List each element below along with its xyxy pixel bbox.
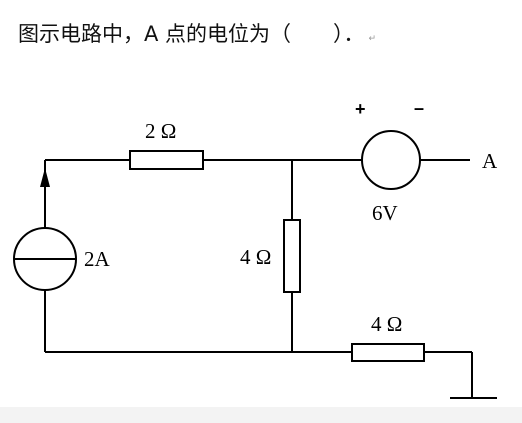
return-mark: ↵	[368, 34, 377, 44]
footer-strip	[0, 407, 522, 423]
voltage-source	[361, 130, 421, 190]
current-arrow-icon	[40, 168, 50, 187]
resistor-bottom	[351, 343, 425, 362]
label-node-a: A	[482, 149, 498, 173]
label-voltage-source: 6V	[372, 201, 398, 225]
resistor-top	[129, 150, 204, 170]
resistor-middle	[283, 219, 301, 293]
label-minus: –	[414, 98, 424, 118]
label-resistor-middle: 4 Ω	[240, 245, 271, 269]
question-text: 图示电路中，A 点的电位为（ ）．↵	[18, 18, 376, 48]
label-plus: +	[355, 99, 366, 119]
question-body: 图示电路中，A 点的电位为（ ）．	[18, 22, 365, 46]
label-resistor-top: 2 Ω	[145, 119, 176, 143]
label-resistor-bottom: 4 Ω	[371, 312, 402, 336]
label-current-source: 2A	[84, 247, 111, 271]
